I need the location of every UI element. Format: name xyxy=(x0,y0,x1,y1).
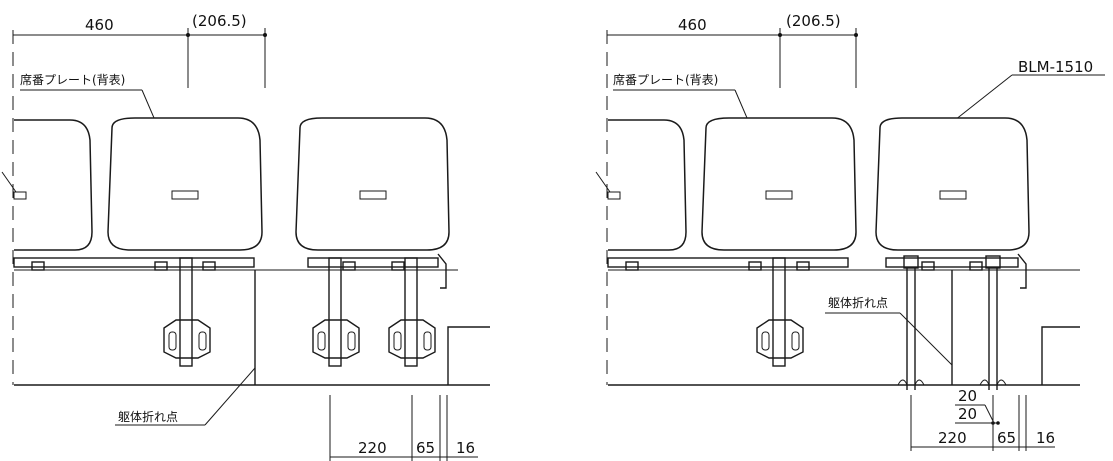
left-seat-3 xyxy=(295,117,450,251)
left-fold-leader xyxy=(204,367,256,426)
left-step xyxy=(447,326,490,385)
left-label-fold-point: 躯体折れ点 xyxy=(118,409,178,424)
right-label-model: BLM-1510 xyxy=(1018,58,1093,76)
right-label-fold-point: 躯体折れ点 xyxy=(828,295,888,310)
right-post-2 xyxy=(979,255,1007,390)
right-plate-partial xyxy=(607,191,621,200)
left-clamp-3 xyxy=(202,261,216,271)
right-clamp-1 xyxy=(625,261,639,271)
left-partial-leader xyxy=(1,171,17,193)
right-clamp-4 xyxy=(921,261,935,271)
right-model-leader xyxy=(954,74,1013,121)
right-seat-3-plate xyxy=(939,190,967,200)
right-clamp-5 xyxy=(969,261,983,271)
right-clamp-2 xyxy=(748,261,762,271)
right-dim-offset-2: 20 xyxy=(958,405,977,423)
right-dim-overhang: (206.5) xyxy=(786,12,841,30)
right-seat-partial xyxy=(608,119,687,251)
left-leg-3 xyxy=(388,257,436,367)
right-dim-65: 65 xyxy=(997,429,1016,447)
left-beam-1 xyxy=(13,257,255,268)
left-dim-220: 220 xyxy=(358,439,387,457)
right-view: 460 (206.5) 席番プレート(背表) BLM-1510 xyxy=(595,12,1105,451)
right-dim-220: 220 xyxy=(938,429,967,447)
left-arm-end xyxy=(437,253,447,289)
left-seat-2-plate xyxy=(171,190,199,200)
right-clamp-3 xyxy=(796,261,810,271)
right-fold-leader xyxy=(899,312,953,366)
right-step xyxy=(1041,326,1080,385)
right-beam-2 xyxy=(885,257,1019,268)
left-leg-1 xyxy=(163,257,211,367)
right-beam-1 xyxy=(607,257,849,268)
left-seat-2 xyxy=(107,117,263,251)
left-dim-overhang: (206.5) xyxy=(192,12,247,30)
left-view: 460 (206.5) 席番プレート(背表) xyxy=(1,12,490,461)
right-seat-2-plate xyxy=(765,190,793,200)
left-beam-2 xyxy=(307,257,439,268)
left-dim-65: 65 xyxy=(416,439,435,457)
left-dim-tick-2 xyxy=(263,33,267,37)
right-dim-offset-1: 20 xyxy=(958,387,977,405)
left-clamp-1 xyxy=(31,261,45,271)
right-arm-end xyxy=(1017,253,1027,289)
right-seat-3 xyxy=(875,117,1030,251)
right-offset-tick-2 xyxy=(996,421,1000,425)
right-dim-16: 16 xyxy=(1036,429,1055,447)
left-dim-16: 16 xyxy=(456,439,475,457)
left-clamp-4 xyxy=(342,261,356,271)
left-clamp-5 xyxy=(391,261,405,271)
left-seat-3-plate xyxy=(359,190,387,200)
right-dim-tick-2 xyxy=(854,33,858,37)
left-dim-seat-width: 460 xyxy=(85,16,114,34)
right-offset-leader-1 xyxy=(984,404,994,422)
left-label-seat-plate: 席番プレート(背表) xyxy=(20,72,125,87)
left-dim-tick-1 xyxy=(186,33,190,37)
right-seat-2 xyxy=(701,117,857,251)
right-label-seat-plate: 席番プレート(背表) xyxy=(613,72,718,87)
left-clamp-2 xyxy=(154,261,168,271)
right-dim-seat-width: 460 xyxy=(678,16,707,34)
left-leg-2 xyxy=(312,257,360,367)
right-partial-leader xyxy=(595,171,611,193)
right-dim-tick-1 xyxy=(778,33,782,37)
right-post-1 xyxy=(897,255,925,390)
right-leg-1 xyxy=(756,257,804,367)
left-seat-partial xyxy=(14,119,93,251)
left-plate-partial xyxy=(13,191,27,200)
